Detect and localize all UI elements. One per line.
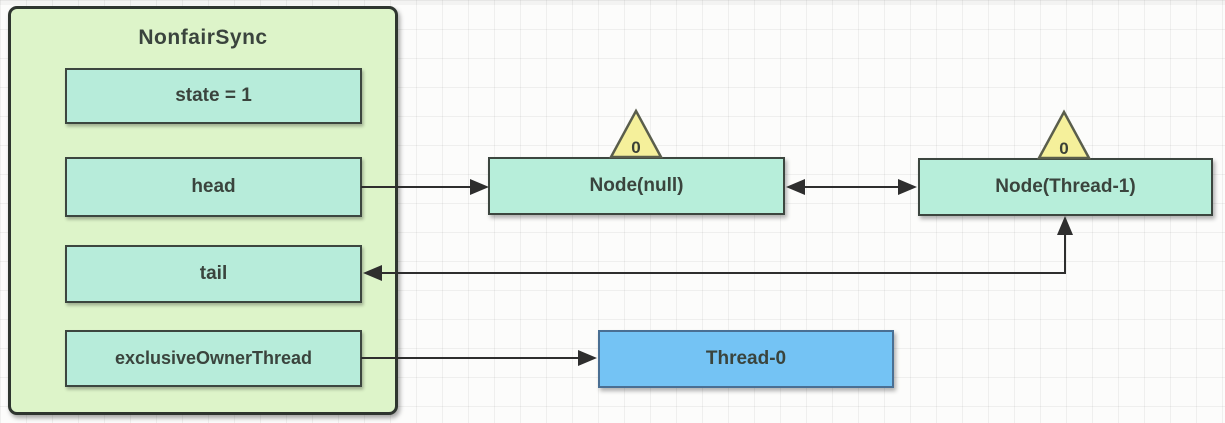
waitstatus-triangle-icon: 0: [608, 108, 664, 159]
field-head: head: [65, 157, 362, 217]
field-tail: tail: [65, 245, 362, 303]
arrow-node-thread-1-to-tail: [363, 216, 1073, 281]
field-state-label: state = 1: [175, 85, 252, 106]
field-tail-label: tail: [199, 263, 228, 284]
field-exclusive-owner-thread: exclusiveOwnerThread: [65, 330, 362, 387]
panel-title: NonfairSync: [138, 26, 268, 49]
nonfairsync-panel: NonfairSync state = 1 head tail exclusiv…: [8, 6, 398, 415]
waitstatus-triangle-icon: 0: [1036, 109, 1092, 160]
waitstatus-value: 0: [1059, 139, 1068, 158]
thread-0-box: Thread-0: [598, 330, 894, 388]
thread-0-label: Thread-0: [705, 348, 787, 369]
node-null-box: Node(null): [488, 157, 785, 215]
node-thread-1-label: Node(Thread-1): [995, 176, 1136, 197]
triangle-shape: [608, 108, 664, 159]
node-null-label: Node(null): [589, 175, 684, 196]
field-state: state = 1: [65, 68, 362, 124]
field-head-label: head: [191, 176, 236, 197]
arrow-node-null-node-thread-1: [786, 179, 917, 195]
field-exclusive-owner-thread-label: exclusiveOwnerThread: [114, 348, 313, 368]
waitstatus-value: 0: [631, 138, 640, 157]
triangle-shape: [1036, 109, 1092, 160]
node-thread-1-box: Node(Thread-1): [918, 158, 1213, 216]
